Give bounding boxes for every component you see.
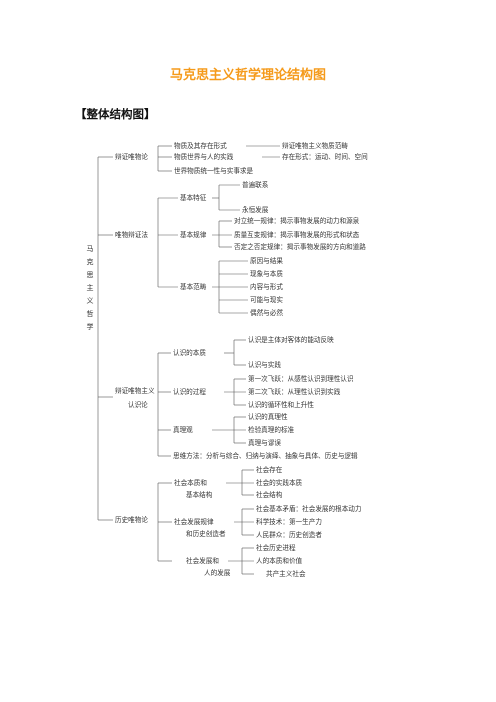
leaf-social-structure: 社会结构 xyxy=(256,491,283,499)
leaf-law-unity-opposites: 对立统一规律：揭示事物发展的动力和源泉 xyxy=(234,217,360,225)
node-cognition-process: 认识的过程 xyxy=(173,388,206,396)
leaf-law-negation: 否定之否定规律：揭示事物发展的方向和道路 xyxy=(234,243,366,251)
leaf-history-process: 社会历史进程 xyxy=(256,544,296,552)
leaf-first-leap: 第一次飞跃：从感性认识到理性认识 xyxy=(248,375,354,383)
leaf-active-reflection: 认识是主体对客体的能动反映 xyxy=(248,336,334,344)
leaf-category: 原因与结果 xyxy=(250,257,283,265)
branch-epistemology-line2: 认识论 xyxy=(128,401,148,409)
leaf-cyclic-ascending: 认识的循环性和上升性 xyxy=(248,401,314,409)
branch-epistemology: 辩证唯物主义 xyxy=(115,387,155,395)
node-society-essence-line2: 基本结构 xyxy=(186,491,213,499)
leaf-social-existence: 社会存在 xyxy=(256,466,283,474)
node-matter-forms: 物质及其存在形式 xyxy=(174,142,227,150)
branch-materialist-dialectics: 唯物辩证法 xyxy=(115,231,148,239)
node-social-laws: 社会发展规律 xyxy=(174,518,214,526)
leaf-human-essence: 人的本质和价值 xyxy=(256,557,303,565)
leaf-cognition-practice: 认识与实践 xyxy=(248,361,281,369)
node-social-development: 社会发展和 xyxy=(186,557,219,565)
leaf-universal-connection: 普遍联系 xyxy=(242,181,269,189)
node-matter-practice: 物质世界与人的实践 xyxy=(174,153,234,161)
leaf-people-masses: 人民群众：历史创造者 xyxy=(256,531,322,539)
node-truth-view: 真理观 xyxy=(173,426,193,434)
leaf-category: 内容与形式 xyxy=(250,283,283,291)
node-social-laws-line2: 和历史创造者 xyxy=(186,530,226,538)
root-node: 马克思主义哲学 xyxy=(86,245,94,331)
leaf-law-quantity-quality: 质量互变规律：揭示事物发展的形式和状态 xyxy=(234,231,360,239)
leaf-matter-category: 辩证唯物主义物质范畴 xyxy=(282,142,348,150)
node-society-essence: 社会本质和 xyxy=(174,479,207,487)
node-basic-features: 基本特征 xyxy=(180,194,207,202)
section-heading: 【整体结构图】 xyxy=(75,107,156,121)
leaf-category: 可能与现实 xyxy=(250,296,283,304)
branch-historical-materialism: 历史唯物论 xyxy=(115,516,148,524)
leaf-basic-contradiction: 社会基本矛盾：社会发展的根本动力 xyxy=(256,505,362,513)
leaf-second-leap: 第二次飞跃：从理性认识到实践 xyxy=(248,388,341,396)
node-thinking-methods: 思维方法：分析与综合、归纳与演绎、抽象与具体、历史与逻辑 xyxy=(173,452,358,460)
node-basic-categories: 基本范畴 xyxy=(180,283,207,291)
document-title: 马克思主义哲学理论结构图 xyxy=(169,68,326,83)
leaf-social-practice: 社会的实践本质 xyxy=(256,479,303,487)
node-basic-laws: 基本规律 xyxy=(180,231,207,239)
branch-dialectical-materialism: 辩证唯物论 xyxy=(115,153,148,161)
leaf-communist-society: 共产主义社会 xyxy=(266,570,306,578)
leaf-category: 现象与本质 xyxy=(250,270,283,278)
leaf-truth: 认识的真理性 xyxy=(248,413,288,421)
leaf-science-technology: 科学技术：第一生产力 xyxy=(256,518,322,526)
leaf-eternal-development: 永恒发展 xyxy=(242,206,269,214)
leaf-truth-standard: 检验真理的标准 xyxy=(248,426,295,434)
leaf-existence-forms: 存在形式：运动、时间、空间 xyxy=(282,153,368,161)
node-social-development-line2: 人的发展 xyxy=(204,569,231,577)
leaf-truth-fallacy: 真理与谬误 xyxy=(248,439,281,447)
node-cognition-essence: 认识的本质 xyxy=(173,349,206,357)
leaf-category: 偶然与必然 xyxy=(250,309,283,317)
node-world-unity: 世界物质统一性与实事求是 xyxy=(174,167,254,175)
